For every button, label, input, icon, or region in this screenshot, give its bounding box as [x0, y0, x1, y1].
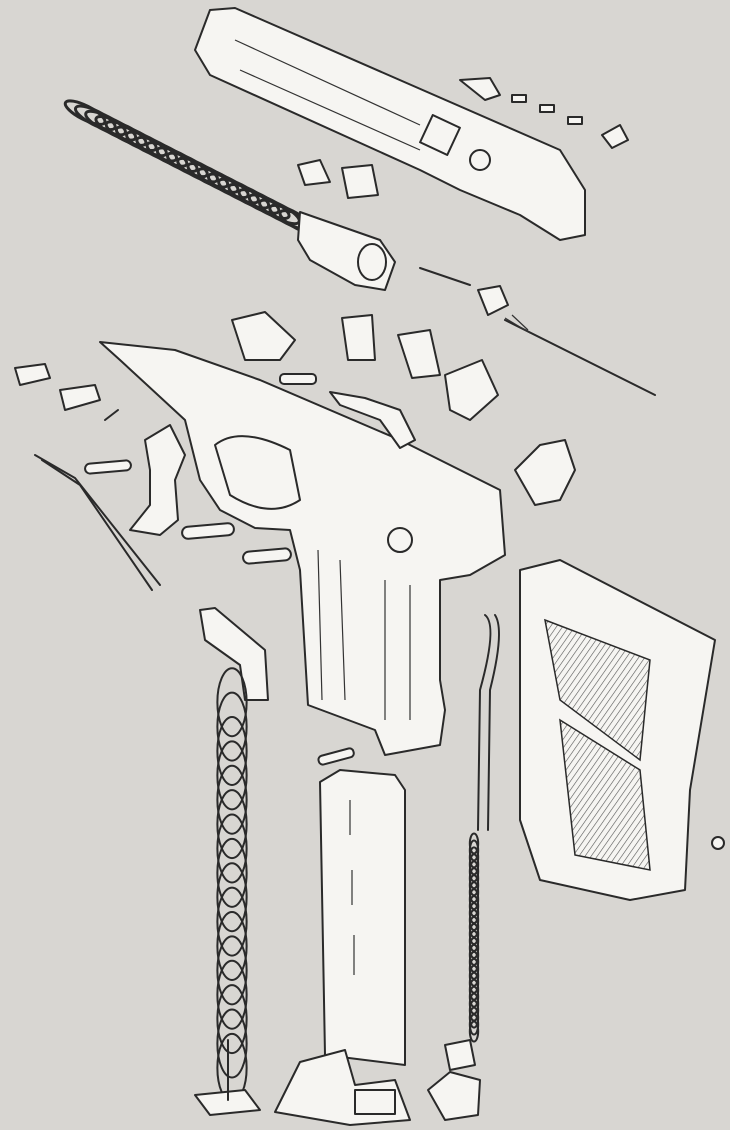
spring-coil — [216, 715, 248, 786]
slide — [194, 7, 586, 241]
grip-panel — [519, 559, 725, 901]
trigger-bar-and-pins — [34, 454, 292, 591]
slide-small-parts — [297, 77, 629, 199]
spring-coil — [216, 862, 248, 933]
spring-base-clip — [194, 1039, 261, 1116]
magazine-body — [317, 747, 406, 1066]
frame-small-parts — [14, 311, 576, 506]
guide-rod-spring — [468, 832, 480, 1043]
magazine-spring — [216, 667, 248, 1103]
spring-coil — [216, 740, 248, 811]
spring-coil — [468, 1006, 480, 1029]
spring-coil — [216, 789, 248, 860]
spring-coil — [216, 984, 248, 1055]
spring-coil — [216, 910, 248, 981]
spring-coil — [468, 1013, 480, 1036]
barrel — [297, 211, 396, 291]
magazine-catch — [427, 1039, 481, 1121]
spring-coil — [216, 764, 248, 835]
spring-coil — [216, 667, 248, 738]
spring-coil — [468, 1020, 480, 1043]
spring-coil — [216, 886, 248, 957]
spring-coil — [216, 1008, 248, 1079]
frame — [99, 341, 506, 756]
trigger — [129, 424, 186, 536]
spring-coil — [216, 935, 248, 1006]
firing-pin-assembly — [419, 267, 656, 396]
magazine-follower — [199, 607, 269, 701]
recoil-spring — [63, 99, 322, 236]
spring-coil — [216, 813, 248, 884]
magazine-base-plate — [274, 1049, 411, 1126]
spring-coil — [216, 959, 248, 1030]
guide-rod — [477, 614, 500, 831]
spring-coil — [216, 837, 248, 908]
spring-coil — [216, 691, 248, 762]
